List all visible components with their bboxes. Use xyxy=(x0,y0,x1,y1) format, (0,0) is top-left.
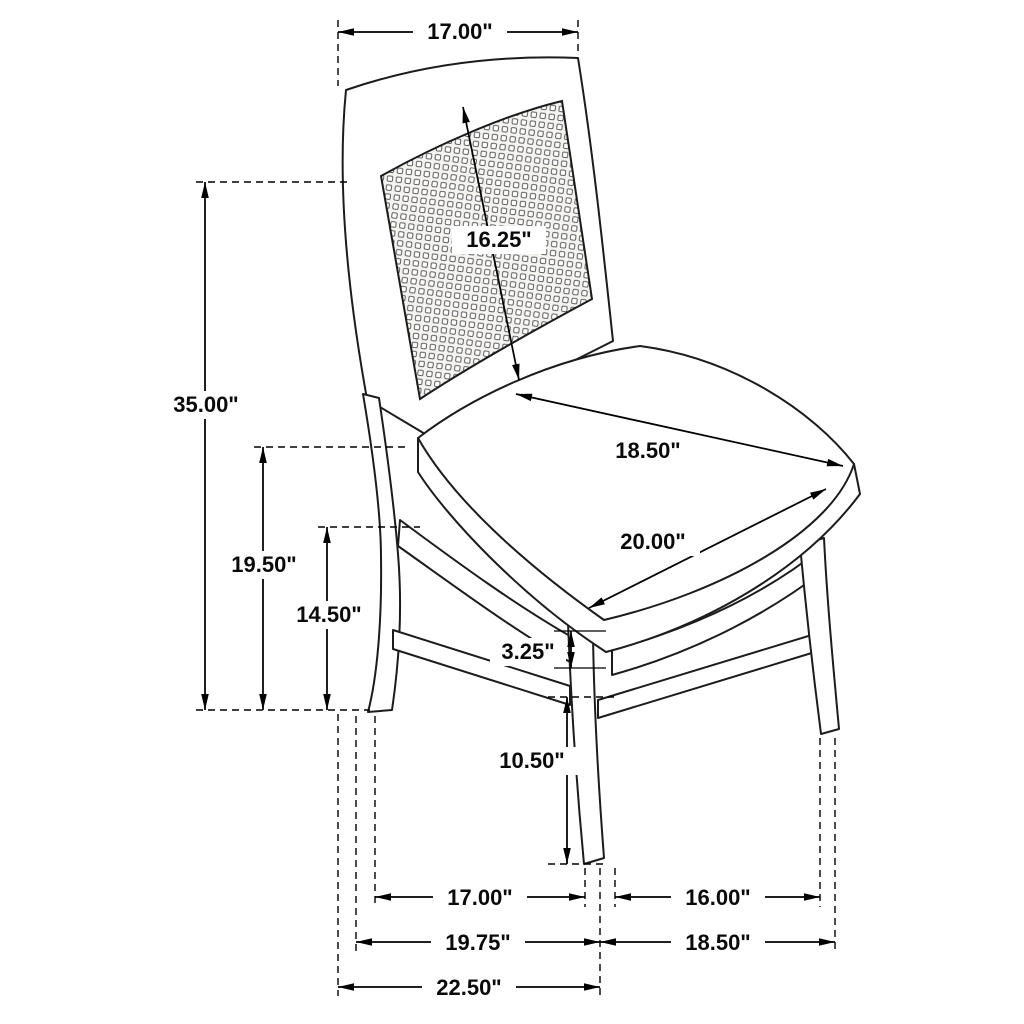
label-background xyxy=(490,638,566,666)
label-background xyxy=(433,884,527,912)
dimension-label: 20.00" xyxy=(620,529,685,554)
label-background xyxy=(671,884,765,912)
dimension-label: 16.25" xyxy=(466,227,531,252)
dim-seat-depth: 18.50" xyxy=(515,393,844,467)
dim-base-width: 18.50" xyxy=(600,929,835,957)
dim-seat-height: 19.50" xyxy=(217,446,410,710)
dimension-label: 19.50" xyxy=(231,552,296,577)
dim-base-depth: 19.75" xyxy=(356,929,600,957)
dimension-label: 35.00" xyxy=(173,392,238,417)
rear-left-leg xyxy=(362,393,401,713)
front-left-leg xyxy=(567,621,605,865)
dim-leg-span-left: 17.00" xyxy=(375,884,585,912)
dim-seat-rail-height: 3.25" xyxy=(490,630,606,669)
label-background xyxy=(413,18,507,46)
label-background xyxy=(282,601,376,629)
label-background xyxy=(485,747,579,775)
dimension-label: 22.50" xyxy=(436,975,501,1000)
dimension-label: 19.75" xyxy=(445,930,510,955)
label-background xyxy=(671,929,765,957)
label-background xyxy=(217,551,311,579)
label-background xyxy=(606,528,700,556)
base-extension-lines xyxy=(337,714,836,996)
label-background xyxy=(601,437,695,465)
dim-leg-span-right: 16.00" xyxy=(615,884,820,912)
dimension-line xyxy=(515,393,844,467)
dimension-label: 17.00" xyxy=(447,885,512,910)
label-background xyxy=(431,929,525,957)
label-background xyxy=(159,391,253,419)
dimension-label: 18.50" xyxy=(615,438,680,463)
label-background xyxy=(452,226,546,254)
dim-back-width: 17.00" xyxy=(337,18,579,86)
dimension-label: 14.50" xyxy=(296,602,361,627)
dimension-line xyxy=(588,488,827,609)
dimension-label: 18.50" xyxy=(685,930,750,955)
dimension-label: 16.00" xyxy=(685,885,750,910)
label-background xyxy=(422,974,516,1002)
dimension-label: 17.00" xyxy=(427,19,492,44)
dim-floor-to-stretcher: 10.50" xyxy=(485,696,614,865)
dimension-label: 3.25" xyxy=(501,639,554,664)
dim-floor-to-apron: 14.50" xyxy=(282,526,420,710)
dim-overall-depth: 22.50" xyxy=(338,974,600,1002)
dim-overall-height: 35.00" xyxy=(159,181,370,711)
dimension-label: 10.50" xyxy=(499,748,564,773)
dim-back-height: 16.25" xyxy=(452,106,546,381)
dim-seat-width: 20.00" xyxy=(588,488,827,609)
